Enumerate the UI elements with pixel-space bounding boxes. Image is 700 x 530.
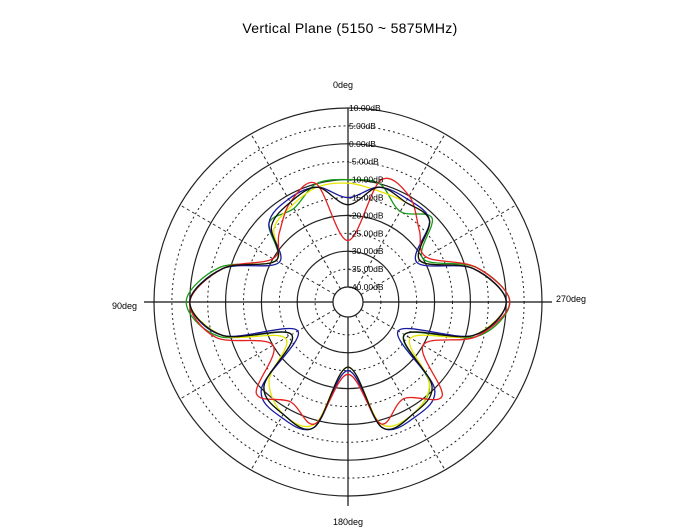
series-blue — [189, 186, 507, 431]
polar-grid — [144, 107, 552, 506]
tick-label--25db: -25.00dB — [349, 228, 384, 238]
radial-tick-labels: 10.00dB 5.00dB 0.00dB -5.00dB -10.00dB -15.00… — [349, 103, 384, 292]
tick-label--40db: -40.00dB — [349, 282, 384, 292]
tick-label-10db: 10.00dB — [349, 103, 381, 113]
tick-label--20db: -20.00dB — [349, 210, 384, 220]
center-hole — [332, 286, 364, 318]
angle-label-180: 180deg — [333, 517, 364, 527]
angle-label-90: 90deg — [112, 301, 138, 311]
tick-label--10db: -10.00dB — [349, 175, 384, 185]
series-red — [189, 177, 511, 425]
tick-label-5db: 5.00dB — [349, 121, 376, 131]
angle-label-270: 270deg — [556, 294, 587, 304]
pattern-curves — [185, 177, 511, 431]
tick-label--35db: -35.00dB — [349, 264, 384, 274]
tick-label--30db: -30.00dB — [349, 246, 384, 256]
tick-label-0db: 0.00dB — [349, 139, 376, 149]
chart-title: Vertical Plane (5150 ~ 5875MHz) — [242, 20, 458, 36]
tick-label--15db: -15.00dB — [349, 193, 384, 203]
series-black — [189, 186, 507, 431]
angle-label-0: 0deg — [333, 80, 354, 90]
tick-label--5db: -5.00dB — [349, 157, 379, 167]
